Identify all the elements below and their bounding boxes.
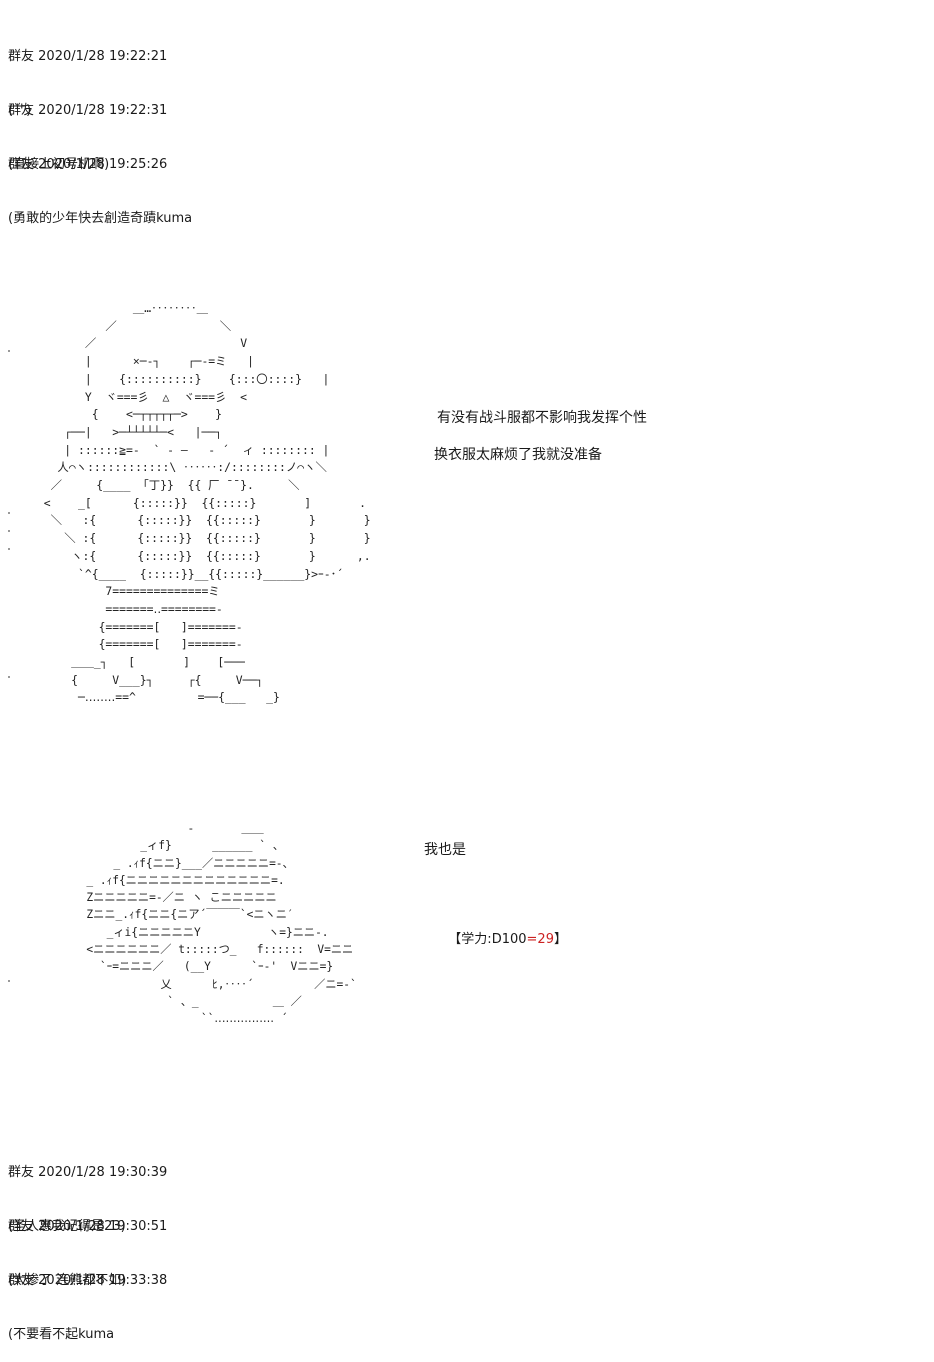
speech-line-1: 有没有战斗服都不影响我发挥个性 (437, 410, 647, 426)
comment-meta: 群友 2020/1/28 19:22:31 (8, 103, 168, 118)
ascii-art-bear: - ＿＿ _ィf} ______ ` 、 _ .ｨf{ニニ}___／ニニニニニ=… (86, 822, 357, 1026)
speech-line-2: 换衣服太麻烦了我就没准备 (434, 447, 602, 463)
comment-meta: 群友 2020/1/28 19:22:21 (8, 49, 168, 64)
roll-label: 学力 (461, 932, 488, 947)
margin-mark (8, 350, 10, 352)
comment-text: (勇敢的少年快去創造奇蹟kuma (8, 211, 193, 226)
comment-2: 群友 2020/1/28 19:22:31 (直接上初号机啊) (8, 66, 167, 192)
ascii-art-skeleton: ＿…‥‥‥‥＿ ／ ＼ ／ V | ×─‐┐ ┌─‐=ミ | | {::::::… (43, 301, 371, 705)
comment-meta: 群友 2020/1/28 19:30:51 (8, 1219, 168, 1234)
comment-meta: 群友 2020/1/28 19:30:39 (8, 1165, 168, 1180)
comment-text: (不要看不起kuma (8, 1327, 115, 1342)
margin-mark (8, 530, 10, 532)
comment-6: 群友 2020/1/28 19:33:38 (不要看不起kuma (8, 1236, 167, 1362)
dice-roll: 【学力:D100=29】 (448, 932, 567, 947)
comment-text: (圣人惠我记得是23) (8, 1219, 126, 1234)
margin-mark (8, 980, 10, 982)
comment-4: 群友 2020/1/28 19:30:39 (圣人惠我记得是23) (8, 1128, 167, 1254)
comment-3: 群友 2020/1/28 19:25:26 (勇敢的少年快去創造奇蹟kuma (8, 120, 192, 246)
margin-mark (8, 676, 10, 678)
comment-text: (艹) (8, 103, 32, 118)
speech-line-3: 我也是 (424, 842, 466, 858)
roll-result: 29 (537, 932, 554, 947)
comment-text: (直接上初号机啊) (8, 157, 110, 172)
margin-mark (8, 512, 10, 514)
comment-5: 群友 2020/1/28 19:30:51 (太惨了 连熊都不如) (8, 1182, 167, 1308)
margin-mark (8, 548, 10, 550)
roll-dice: D100 (491, 932, 527, 947)
comment-meta: 群友 2020/1/28 19:33:38 (8, 1273, 168, 1288)
comment-text: (太惨了 连熊都不如) (8, 1273, 127, 1288)
comment-meta: 群友 2020/1/28 19:25:26 (8, 157, 168, 172)
comment-1: 群友 2020/1/28 19:22:21 (艹) (8, 12, 167, 138)
